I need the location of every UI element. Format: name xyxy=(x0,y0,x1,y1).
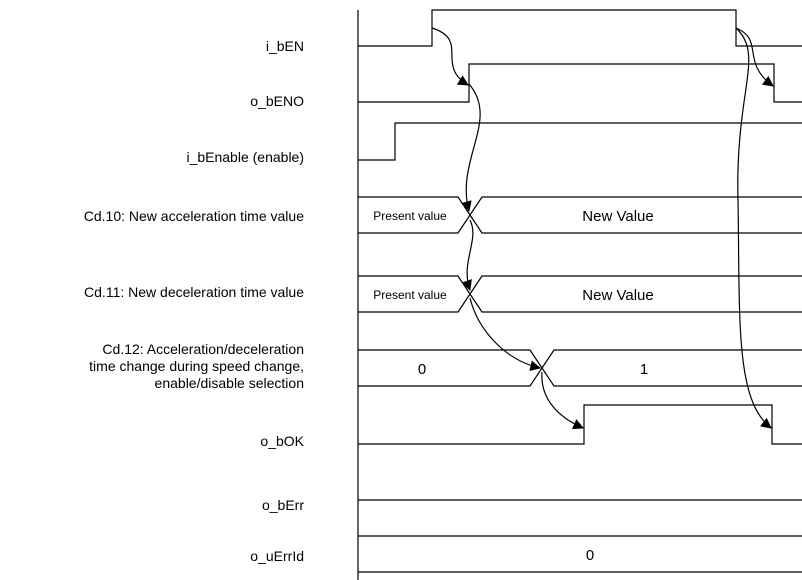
arrow-cd10-to-cd11 xyxy=(461,219,474,292)
label-cd12-line3: enable/disable selection xyxy=(154,375,304,391)
arrow-cd11-to-cd12 xyxy=(469,297,542,372)
label-o-uErrId: o_uErrId xyxy=(250,548,304,564)
cd12-bus-bottom xyxy=(358,366,802,387)
label-o-bENO: o_bENO xyxy=(250,93,304,109)
label-i-bEN: i_bEN xyxy=(265,38,304,54)
cd11-present-value: Present value xyxy=(373,288,447,302)
label-cd12-line2: time change during speed change, xyxy=(89,358,304,374)
label-o-bErr: o_bErr xyxy=(261,497,304,513)
i-bEnable-waveform xyxy=(358,122,802,161)
label-cd10: Cd.10: New acceleration time value xyxy=(83,208,304,224)
arrow-en-off-to-ok-off xyxy=(735,27,772,429)
i-bEN-waveform xyxy=(358,9,802,47)
arrow-eno-to-cd10 xyxy=(461,83,481,213)
arrow-cd12-to-ok xyxy=(541,371,584,430)
arrow-en-off-to-eno-off xyxy=(735,27,774,87)
errid-value: 0 xyxy=(586,547,594,564)
cd10-present-value: Present value xyxy=(373,209,447,223)
label-cd11: Cd.11: New deceleration time value xyxy=(84,284,304,300)
label-o-bOK: o_bOK xyxy=(260,433,304,449)
cd12-value-0: 0 xyxy=(418,361,426,378)
cd10-bus-bottom xyxy=(358,213,802,234)
arrow-en-to-eno xyxy=(431,27,469,86)
cd10-new-value: New Value xyxy=(582,208,653,225)
cd12-value-1: 1 xyxy=(640,361,648,378)
cd11-new-value: New Value xyxy=(582,287,653,304)
o-bENO-waveform xyxy=(358,63,802,103)
label-i-bEnable: i_bEnable (enable) xyxy=(186,149,304,165)
label-cd12-line1: Cd.12: Acceleration/deceleration xyxy=(102,341,304,357)
o-bOK-waveform xyxy=(358,404,802,445)
cd11-bus-bottom xyxy=(358,292,802,313)
